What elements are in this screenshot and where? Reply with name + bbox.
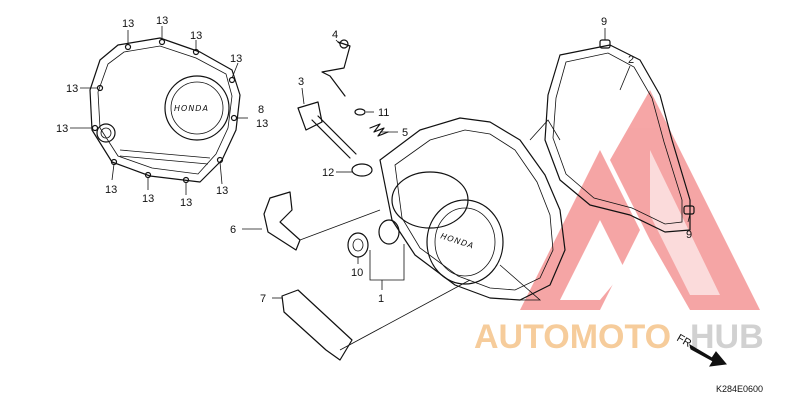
label-12: 12 (322, 167, 334, 179)
label-9-top: 9 (601, 16, 607, 28)
label-13-f: 13 (56, 123, 68, 135)
watermark-text-automoto: AUTOMOTO (474, 318, 671, 356)
label-7: 7 (260, 293, 266, 305)
left-cover-honda-emboss: HONDA (174, 104, 209, 113)
label-9-bottom: 9 (686, 229, 692, 241)
label-10: 10 (351, 267, 363, 279)
sensor-part-3 (297, 101, 357, 159)
bracket-part-6 (263, 191, 301, 251)
label-13-g: 13 (105, 184, 117, 196)
watermark-triangle-right (610, 90, 760, 310)
diagram-code: K284E0600 (716, 384, 763, 394)
label-13-b: 13 (156, 15, 168, 27)
spring-part-5 (369, 123, 389, 137)
label-13-j: 13 (216, 185, 228, 197)
label-13-a: 13 (122, 18, 134, 30)
ring-part-11 (354, 108, 366, 116)
watermark-logo (520, 90, 760, 310)
label-2: 2 (628, 54, 634, 66)
watermark-text: AUTOMOTO HUB (474, 318, 764, 356)
label-1: 1 (378, 293, 384, 305)
watermark-text-hub: HUB (690, 318, 764, 356)
left-crankcase-cover: HONDA (89, 37, 241, 184)
seal-ring (378, 219, 400, 245)
right-crankcase-cover: HONDA (379, 117, 566, 301)
part-labels: 13 13 13 13 13 13 13 13 13 13 8 13 3 4 1… (56, 15, 692, 305)
label-6: 6 (230, 224, 236, 236)
label-13-e: 13 (66, 83, 78, 95)
label-13-i: 13 (180, 197, 192, 209)
leader-lines (70, 26, 691, 351)
seal-part-10 (347, 232, 369, 258)
plate-part-7 (281, 289, 353, 361)
oring-part-12 (351, 163, 373, 177)
cover-gasket (544, 44, 691, 233)
main-cover-honda-emboss: HONDA (439, 231, 475, 250)
label-11: 11 (378, 107, 389, 119)
label-8: 8 (258, 104, 264, 116)
label-5: 5 (402, 127, 408, 139)
label-13-h: 13 (142, 193, 154, 205)
label-13-c: 13 (190, 30, 202, 42)
front-direction-arrow-icon (689, 343, 727, 367)
label-4: 4 (332, 29, 338, 41)
dowel-pin-bottom (683, 205, 695, 215)
label-3: 3 (298, 76, 304, 88)
label-13-d: 13 (230, 53, 242, 65)
label-13-k: 13 (256, 118, 268, 130)
arm-part-4 (321, 39, 351, 97)
